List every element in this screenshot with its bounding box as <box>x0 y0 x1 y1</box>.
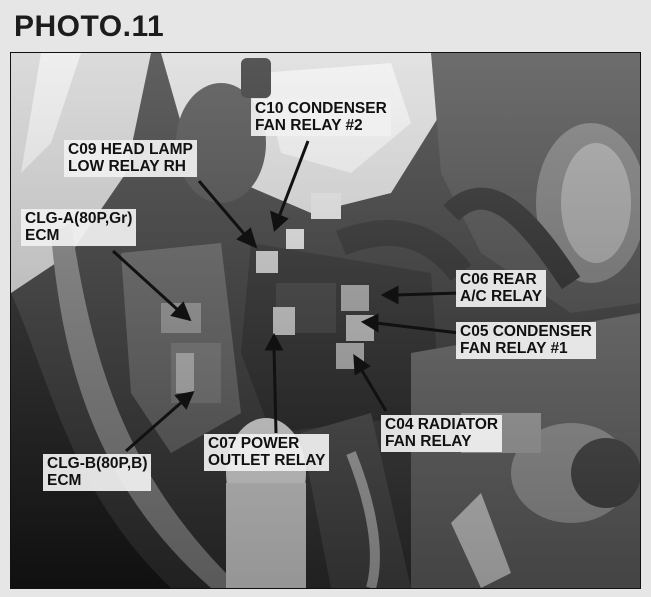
callout-c09-line2: LOW RELAY RH <box>68 158 186 175</box>
callout-c10: C10 CONDENSER FAN RELAY #2 <box>251 99 391 136</box>
callout-c10-line1: C10 CONDENSER <box>255 100 387 117</box>
callout-c05-line1: C05 CONDENSER <box>460 323 592 340</box>
callout-c05-line2: FAN RELAY #1 <box>460 340 568 357</box>
callout-c09-line1: C09 HEAD LAMP <box>68 141 193 158</box>
callout-clg-b-line1: CLG-B(80P,B) <box>47 455 148 472</box>
engine-bay-illustration <box>11 53 640 588</box>
callout-c04-line2: FAN RELAY <box>385 433 472 450</box>
callout-arrows <box>111 140 460 453</box>
callout-c05: C05 CONDENSER FAN RELAY #1 <box>456 322 596 359</box>
callout-c07-line1: C07 POWER <box>208 435 300 452</box>
callout-c09: C09 HEAD LAMP LOW RELAY RH <box>64 140 197 177</box>
callout-c07: C07 POWER OUTLET RELAY <box>204 434 330 471</box>
callout-c06-line1: C06 REAR <box>460 271 537 288</box>
callout-c06: C06 REAR A/C RELAY <box>456 270 547 307</box>
callout-clg-b: CLG-B(80P,B) ECM <box>43 454 152 491</box>
callout-c04: C04 RADIATOR FAN RELAY <box>381 415 503 452</box>
callout-c06-line2: A/C RELAY <box>460 288 543 305</box>
callout-c04-line1: C04 RADIATOR <box>385 416 499 433</box>
callout-c07-line2: OUTLET RELAY <box>208 452 326 469</box>
engine-bay-photo: C10 CONDENSER FAN RELAY #2 C09 HEAD LAMP… <box>10 52 641 589</box>
callout-c10-line2: FAN RELAY #2 <box>255 117 363 134</box>
callout-clg-b-line2: ECM <box>47 472 82 489</box>
callout-clg-a-line1: CLG-A(80P,Gr) <box>25 210 133 227</box>
callout-clg-a: CLG-A(80P,Gr) ECM <box>21 209 137 246</box>
page-title: PHOTO.11 <box>14 10 165 43</box>
callout-clg-a-line2: ECM <box>25 227 60 244</box>
